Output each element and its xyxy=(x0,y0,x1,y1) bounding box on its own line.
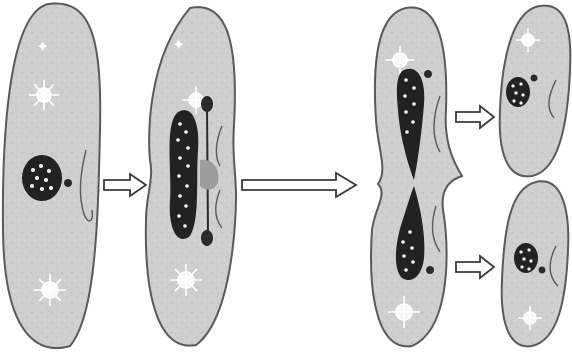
sparkle-icon: ✦ xyxy=(172,35,185,54)
arrow-1-icon xyxy=(104,174,146,196)
daughter-top-micronucleus xyxy=(531,75,538,82)
arrow-3-icon xyxy=(456,106,494,128)
micronucleus-top xyxy=(201,96,213,112)
contractile-vacuole-top xyxy=(29,80,59,110)
daughter-cell-bottom xyxy=(502,181,569,346)
daughter-bottom-micronucleus xyxy=(539,267,546,274)
sparkle-icon: ✦ xyxy=(36,37,49,56)
constricting-cell xyxy=(371,7,462,346)
micronucleus-bottom xyxy=(426,266,434,274)
arrow-2-icon xyxy=(242,173,356,197)
daughter-cell-top xyxy=(500,6,571,177)
parent-cell: ✦ xyxy=(3,3,100,348)
micronucleus-bottom xyxy=(201,230,213,246)
constricting-cell-body xyxy=(371,7,462,346)
elongated-macronucleus xyxy=(170,110,199,239)
daughter-top-macronucleus xyxy=(506,77,530,107)
arrow-4-icon xyxy=(456,256,494,278)
daughter-bottom-macronucleus xyxy=(514,243,538,273)
parent-micronucleus xyxy=(64,179,72,187)
micronucleus-top xyxy=(424,70,432,78)
parent-macronucleus xyxy=(22,155,62,201)
dividing-nucleus-cell: ✦ xyxy=(146,7,236,345)
